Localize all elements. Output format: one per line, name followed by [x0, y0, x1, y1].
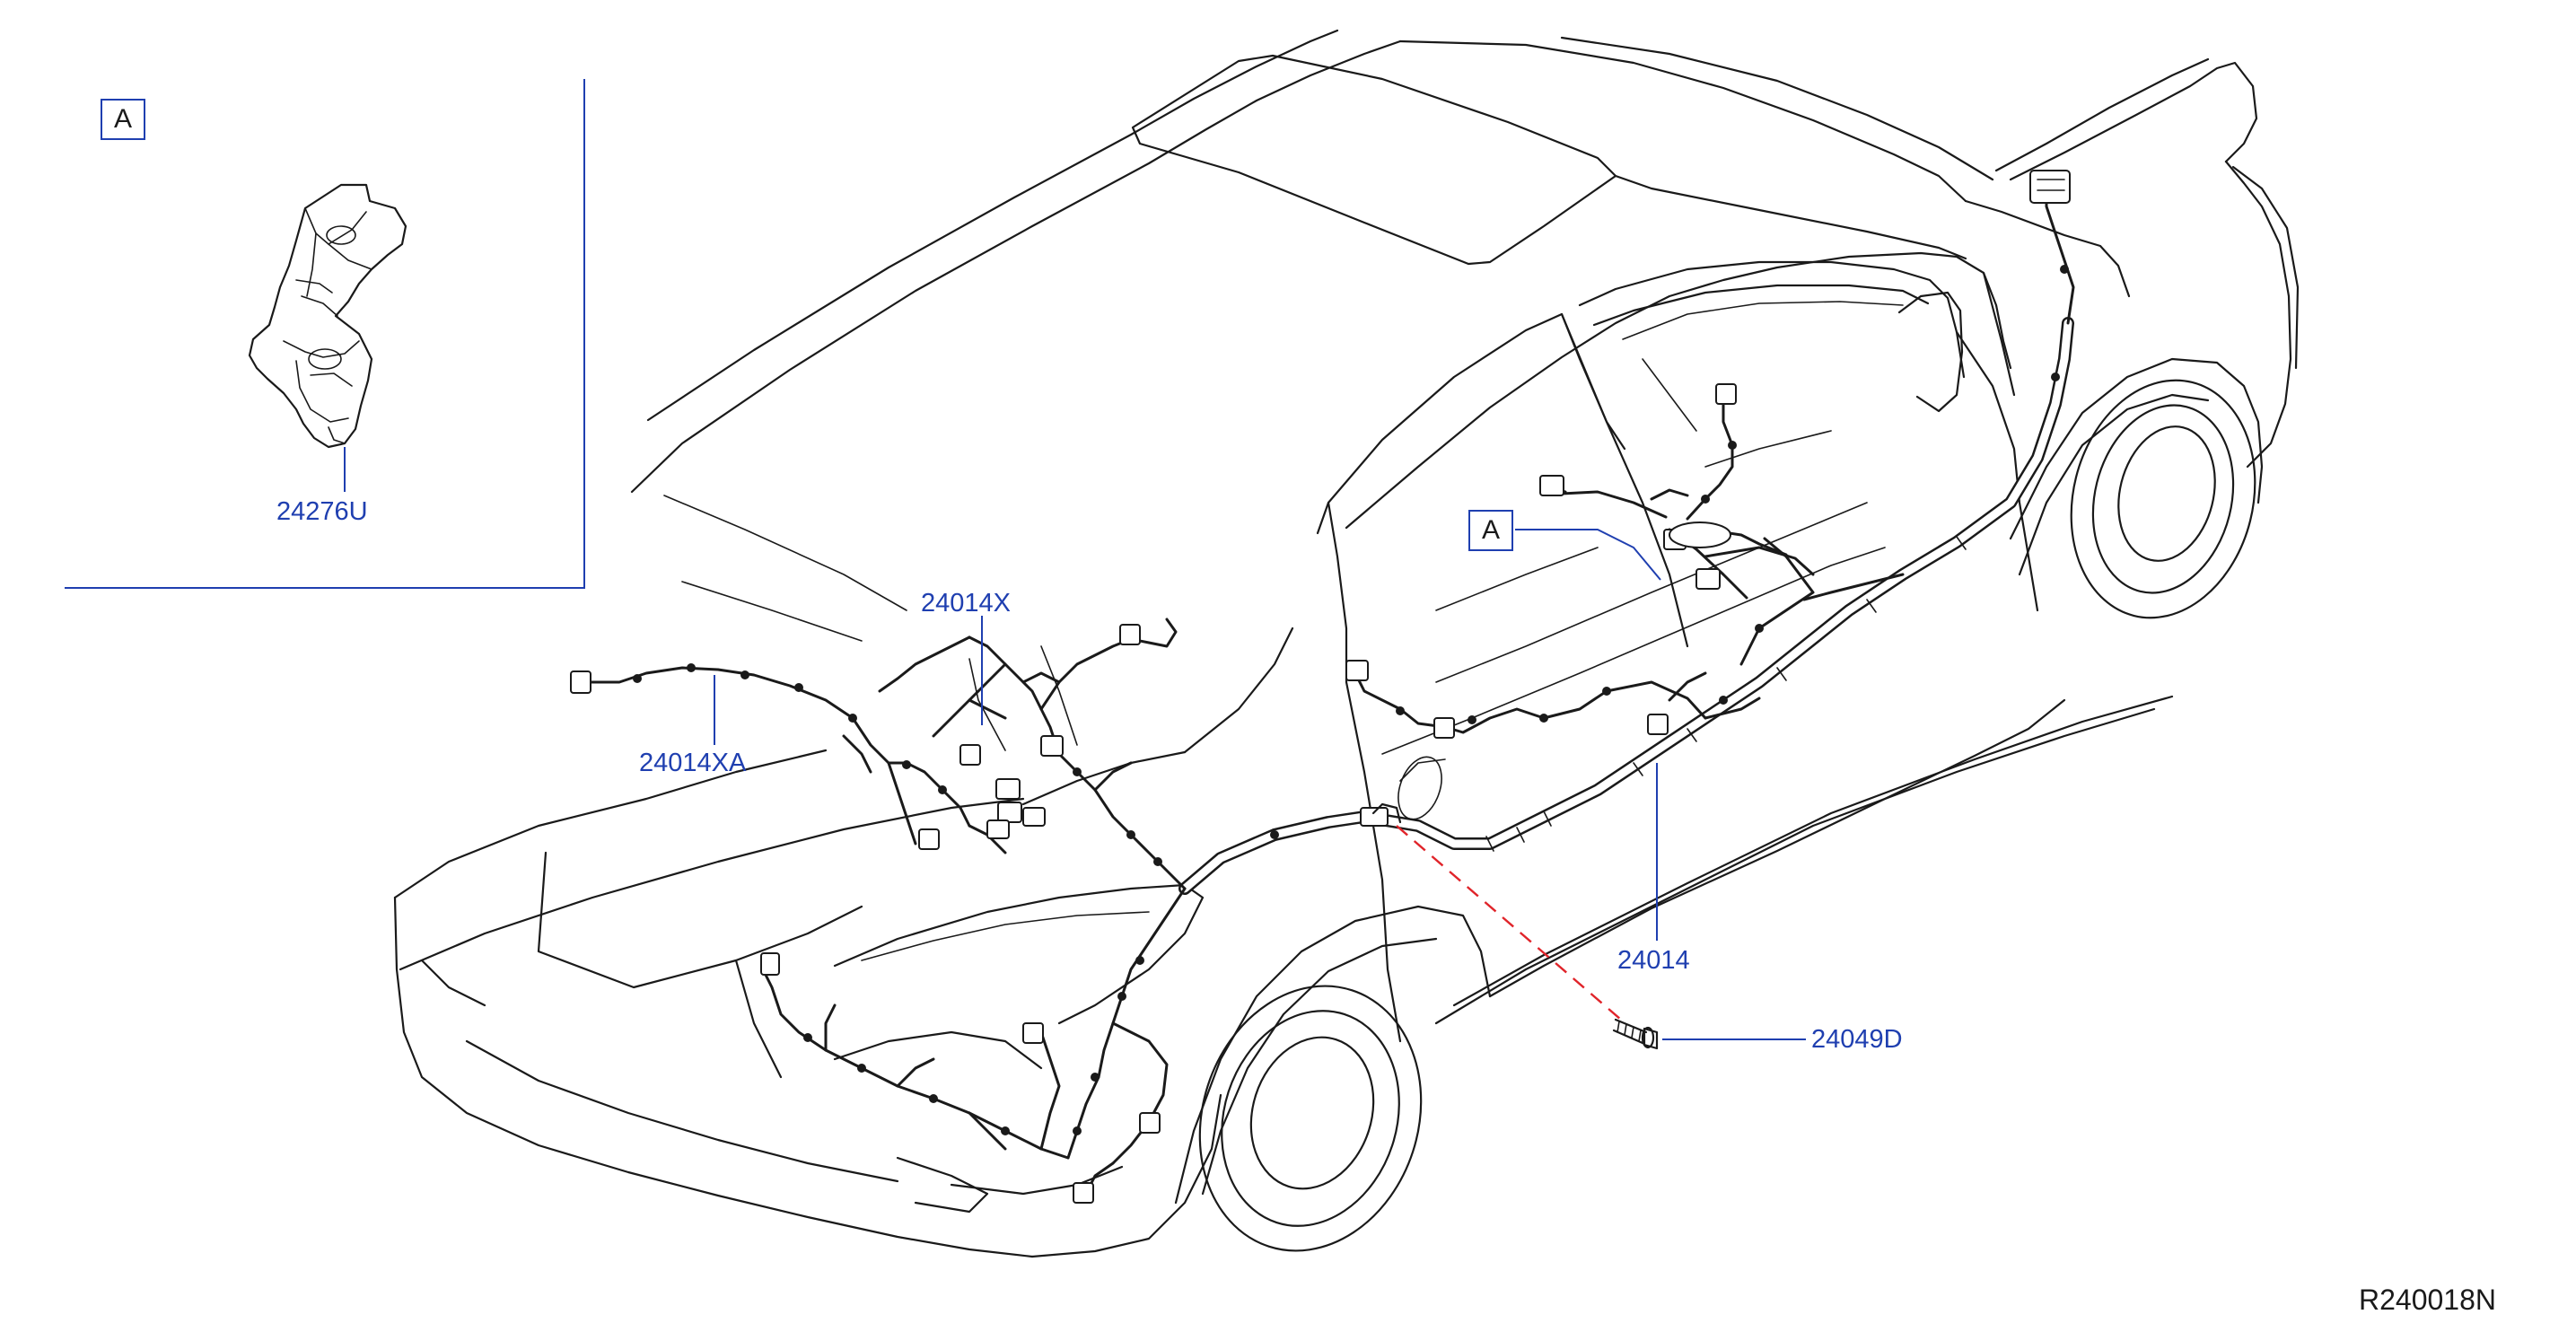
- leader-detail-A: [1515, 529, 1661, 581]
- car-body-outline: [393, 29, 2300, 1258]
- detail-clip-illustration: [248, 183, 407, 449]
- bolt-install-path: [1396, 825, 1622, 1021]
- bolt-24049D-illustration: [1612, 1018, 1659, 1050]
- part-label-24014XA: 24014XA: [639, 749, 747, 777]
- wiring-harness: [570, 170, 2075, 1204]
- detail-frame-bottom: [65, 587, 585, 589]
- diagram-reference-code: R240018N: [2359, 1284, 2496, 1316]
- part-label-24014X: 24014X: [921, 589, 1011, 618]
- part-label-24014: 24014: [1617, 946, 1690, 975]
- detail-view-marker: A: [101, 99, 145, 140]
- detail-frame-right: [583, 79, 585, 589]
- part-label-24276U: 24276U: [276, 497, 368, 526]
- part-label-24049D: 24049D: [1811, 1025, 1903, 1054]
- detail-reference-marker: A: [1468, 510, 1513, 551]
